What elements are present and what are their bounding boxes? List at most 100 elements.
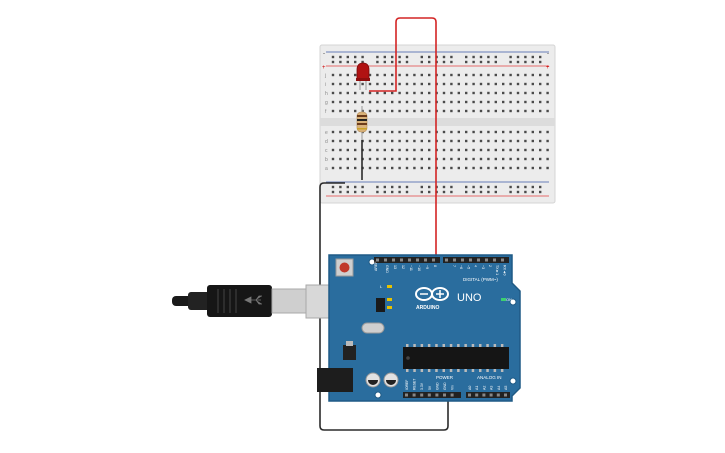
resistor-icon[interactable] (356, 106, 368, 140)
analog-pin-hole[interactable] (468, 393, 471, 397)
rail-hole[interactable] (442, 190, 446, 194)
breadboard-hole[interactable] (428, 82, 431, 86)
rail-hole[interactable] (494, 190, 497, 194)
rail-hole[interactable] (339, 185, 342, 189)
breadboard-hole[interactable] (368, 148, 372, 152)
breadboard-hole[interactable] (502, 157, 505, 161)
breadboard-hole[interactable] (354, 148, 357, 152)
reset-button[interactable] (339, 262, 350, 273)
analog-pin-hole[interactable] (482, 393, 486, 397)
breadboard-hole[interactable] (383, 166, 386, 170)
breadboard-hole[interactable] (368, 82, 372, 86)
breadboard-hole[interactable] (457, 139, 460, 143)
breadboard-hole[interactable] (354, 109, 357, 113)
breadboard-hole[interactable] (450, 82, 453, 86)
breadboard-hole[interactable] (398, 73, 401, 77)
breadboard-hole[interactable] (428, 109, 431, 113)
breadboard-hole[interactable] (472, 139, 475, 143)
rail-hole[interactable] (376, 55, 379, 59)
rail-hole[interactable] (428, 190, 431, 194)
breadboard-hole[interactable] (539, 82, 542, 86)
breadboard-hole[interactable] (457, 109, 460, 113)
breadboard-hole[interactable] (391, 166, 394, 170)
breadboard-hole[interactable] (479, 166, 483, 170)
breadboard-hole[interactable] (339, 157, 342, 161)
breadboard-hole[interactable] (428, 166, 431, 170)
breadboard-hole[interactable] (531, 148, 534, 152)
breadboard-hole[interactable] (494, 109, 497, 113)
breadboard-hole[interactable] (383, 148, 386, 152)
breadboard-hole[interactable] (524, 82, 527, 86)
breadboard-hole[interactable] (465, 100, 468, 104)
digital-pin-hole[interactable] (400, 258, 403, 262)
rail-hole[interactable] (405, 190, 409, 194)
rail-hole[interactable] (450, 60, 453, 64)
breadboard-hole[interactable] (465, 73, 468, 77)
breadboard-hole[interactable] (457, 73, 460, 77)
power-pin-hole[interactable] (450, 393, 454, 397)
breadboard-hole[interactable] (494, 100, 497, 104)
breadboard-hole[interactable] (487, 139, 490, 143)
breadboard-hole[interactable] (428, 91, 431, 95)
rail-hole[interactable] (479, 55, 483, 59)
rail-hole[interactable] (361, 55, 364, 59)
breadboard-hole[interactable] (472, 157, 475, 161)
rail-hole[interactable] (472, 190, 475, 194)
rail-hole[interactable] (339, 55, 342, 59)
breadboard-hole[interactable] (442, 148, 446, 152)
breadboard-hole[interactable] (516, 148, 520, 152)
rail-hole[interactable] (354, 60, 357, 64)
breadboard-hole[interactable] (539, 73, 542, 77)
breadboard-hole[interactable] (420, 139, 423, 143)
breadboard-hole[interactable] (339, 148, 342, 152)
breadboard-hole[interactable] (368, 73, 372, 77)
rail-hole[interactable] (331, 185, 335, 189)
breadboard-hole[interactable] (405, 139, 409, 143)
breadboard-hole[interactable] (376, 166, 379, 170)
breadboard-hole[interactable] (428, 73, 431, 77)
rail-hole[interactable] (479, 190, 483, 194)
digital-pin-hole[interactable] (501, 258, 504, 262)
breadboard-hole[interactable] (472, 73, 475, 77)
rail-hole[interactable] (383, 190, 386, 194)
rail-hole[interactable] (420, 190, 423, 194)
breadboard-hole[interactable] (509, 82, 512, 86)
breadboard-hole[interactable] (457, 82, 460, 86)
rail-hole[interactable] (442, 55, 446, 59)
breadboard-hole[interactable] (354, 91, 357, 95)
breadboard-hole[interactable] (516, 139, 520, 143)
breadboard-hole[interactable] (376, 139, 379, 143)
breadboard-hole[interactable] (354, 100, 357, 104)
breadboard-hole[interactable] (516, 166, 520, 170)
rail-hole[interactable] (383, 185, 386, 189)
rail-hole[interactable] (331, 60, 335, 64)
breadboard-hole[interactable] (472, 109, 475, 113)
breadboard-hole[interactable] (376, 82, 379, 86)
breadboard-hole[interactable] (354, 157, 357, 161)
rail-hole[interactable] (346, 55, 349, 59)
breadboard-hole[interactable] (479, 73, 483, 77)
breadboard-hole[interactable] (509, 109, 512, 113)
breadboard-hole[interactable] (361, 91, 364, 95)
breadboard-hole[interactable] (494, 91, 497, 95)
breadboard-hole[interactable] (391, 82, 394, 86)
breadboard-hole[interactable] (413, 148, 416, 152)
red-led-icon[interactable] (356, 62, 370, 90)
breadboard-hole[interactable] (479, 148, 483, 152)
breadboard-hole[interactable] (368, 100, 372, 104)
power-pin-hole[interactable] (405, 393, 408, 397)
breadboard-hole[interactable] (428, 157, 431, 161)
breadboard-hole[interactable] (383, 100, 386, 104)
rail-hole[interactable] (531, 60, 534, 64)
rail-hole[interactable] (465, 60, 468, 64)
breadboard-hole[interactable] (546, 166, 549, 170)
breadboard-hole[interactable] (346, 91, 349, 95)
rail-hole[interactable] (428, 60, 431, 64)
breadboard-hole[interactable] (494, 73, 497, 77)
breadboard-hole[interactable] (442, 91, 446, 95)
breadboard-hole[interactable] (546, 91, 549, 95)
breadboard-hole[interactable] (487, 91, 490, 95)
rail-hole[interactable] (428, 55, 431, 59)
breadboard-hole[interactable] (516, 91, 520, 95)
